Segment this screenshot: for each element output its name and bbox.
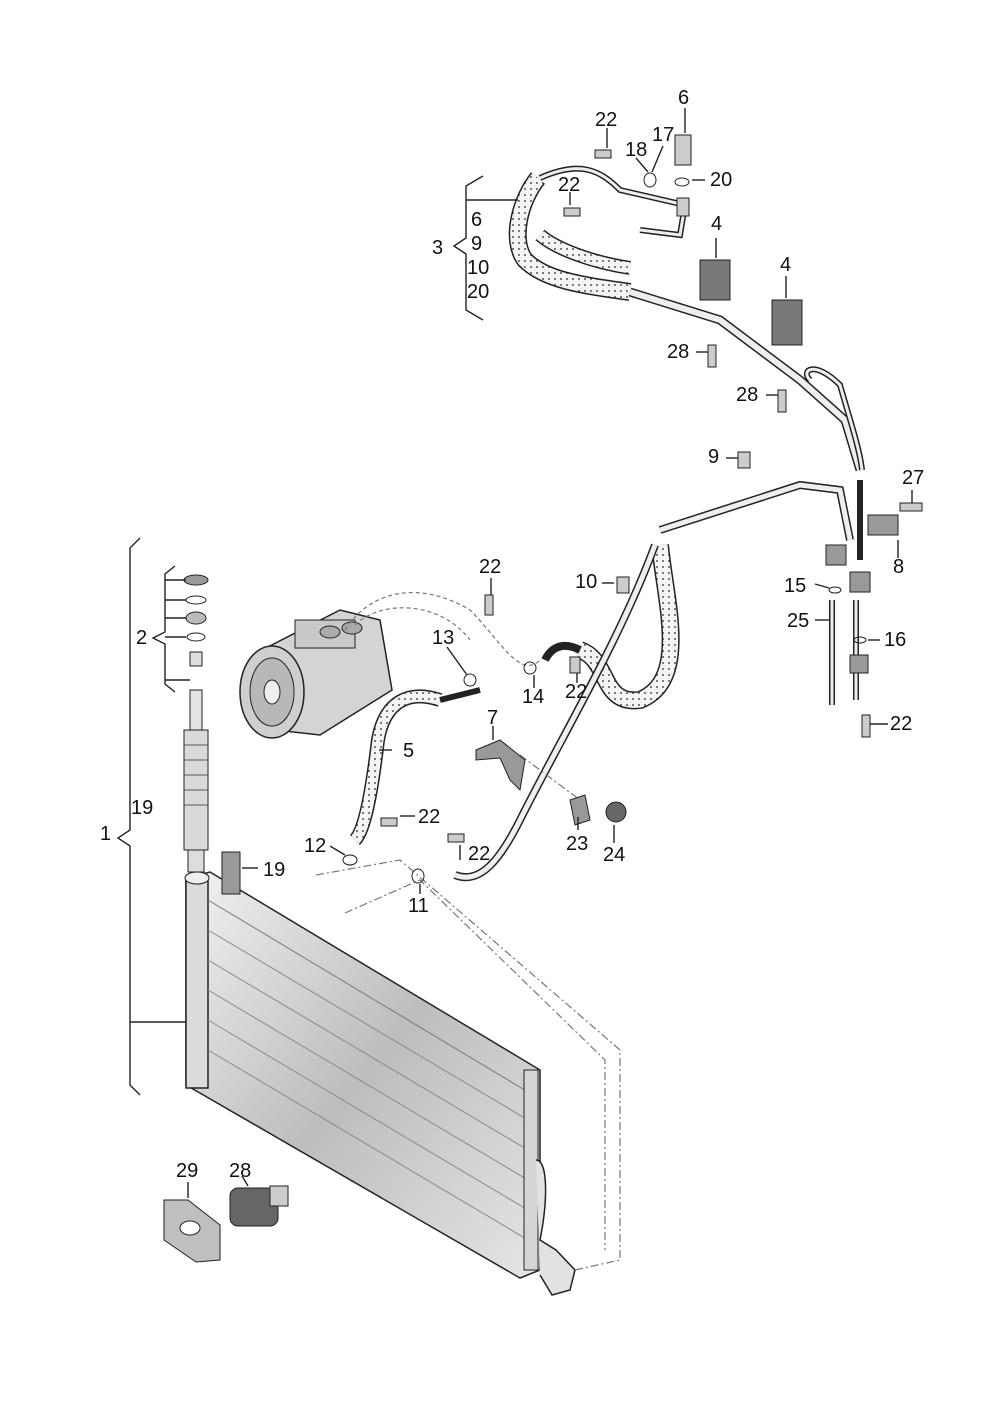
- label-10: 10: [575, 571, 597, 593]
- label-28a: 28: [667, 341, 689, 363]
- label-3: 3: [432, 237, 443, 259]
- label-17: 17: [652, 124, 674, 146]
- label-22c: 22: [479, 556, 501, 578]
- label-19b: 19: [263, 859, 285, 881]
- hoses: [315, 165, 865, 1271]
- label-6: 6: [678, 87, 689, 109]
- receiver-drier: [183, 574, 209, 873]
- label-22e: 22: [418, 806, 440, 828]
- label-2: 2: [136, 627, 147, 649]
- label-24: 24: [603, 844, 625, 866]
- label-22d: 22: [565, 681, 587, 703]
- label-20: 20: [710, 169, 732, 191]
- label-14: 14: [522, 686, 544, 708]
- label-22f: 22: [468, 843, 490, 865]
- label-3-item-10: 10: [467, 257, 489, 279]
- label-29: 29: [176, 1160, 198, 1182]
- label-22a: 22: [595, 109, 617, 131]
- part-19-block: [221, 851, 241, 895]
- label-9: 9: [708, 446, 719, 468]
- label-22g: 22: [890, 713, 912, 735]
- label-25: 25: [787, 610, 809, 632]
- label-18: 18: [625, 139, 647, 161]
- label-19a: 19: [131, 797, 153, 819]
- label-23: 23: [566, 833, 588, 855]
- label-4b: 4: [780, 254, 791, 276]
- label-3-item-9: 9: [471, 233, 482, 255]
- compressor: [239, 609, 393, 739]
- bracket-lines: [116, 108, 913, 1198]
- label-27: 27: [902, 467, 924, 489]
- part-28-switch: [229, 1185, 289, 1227]
- label-12: 12: [304, 835, 326, 857]
- fittings: [342, 134, 923, 884]
- label-22b: 22: [558, 174, 580, 196]
- part-29-gasket: [163, 1199, 221, 1263]
- label-3-item-6: 6: [471, 209, 482, 231]
- label-15: 15: [784, 575, 806, 597]
- label-7: 7: [487, 707, 498, 729]
- label-13: 13: [432, 627, 454, 649]
- label-4a: 4: [711, 213, 722, 235]
- label-28c: 28: [229, 1160, 251, 1182]
- callout-labels: 1 2 3 6 9 10 20 4 4 5 6 7 8 9 10 11 12 1…: [100, 87, 924, 1182]
- condenser: [184, 871, 576, 1296]
- label-8: 8: [893, 556, 904, 578]
- label-3-item-20: 20: [467, 281, 489, 303]
- label-16: 16: [884, 629, 906, 651]
- label-28b: 28: [736, 384, 758, 406]
- label-1: 1: [100, 823, 111, 845]
- label-5: 5: [403, 740, 414, 762]
- label-11: 11: [408, 895, 429, 917]
